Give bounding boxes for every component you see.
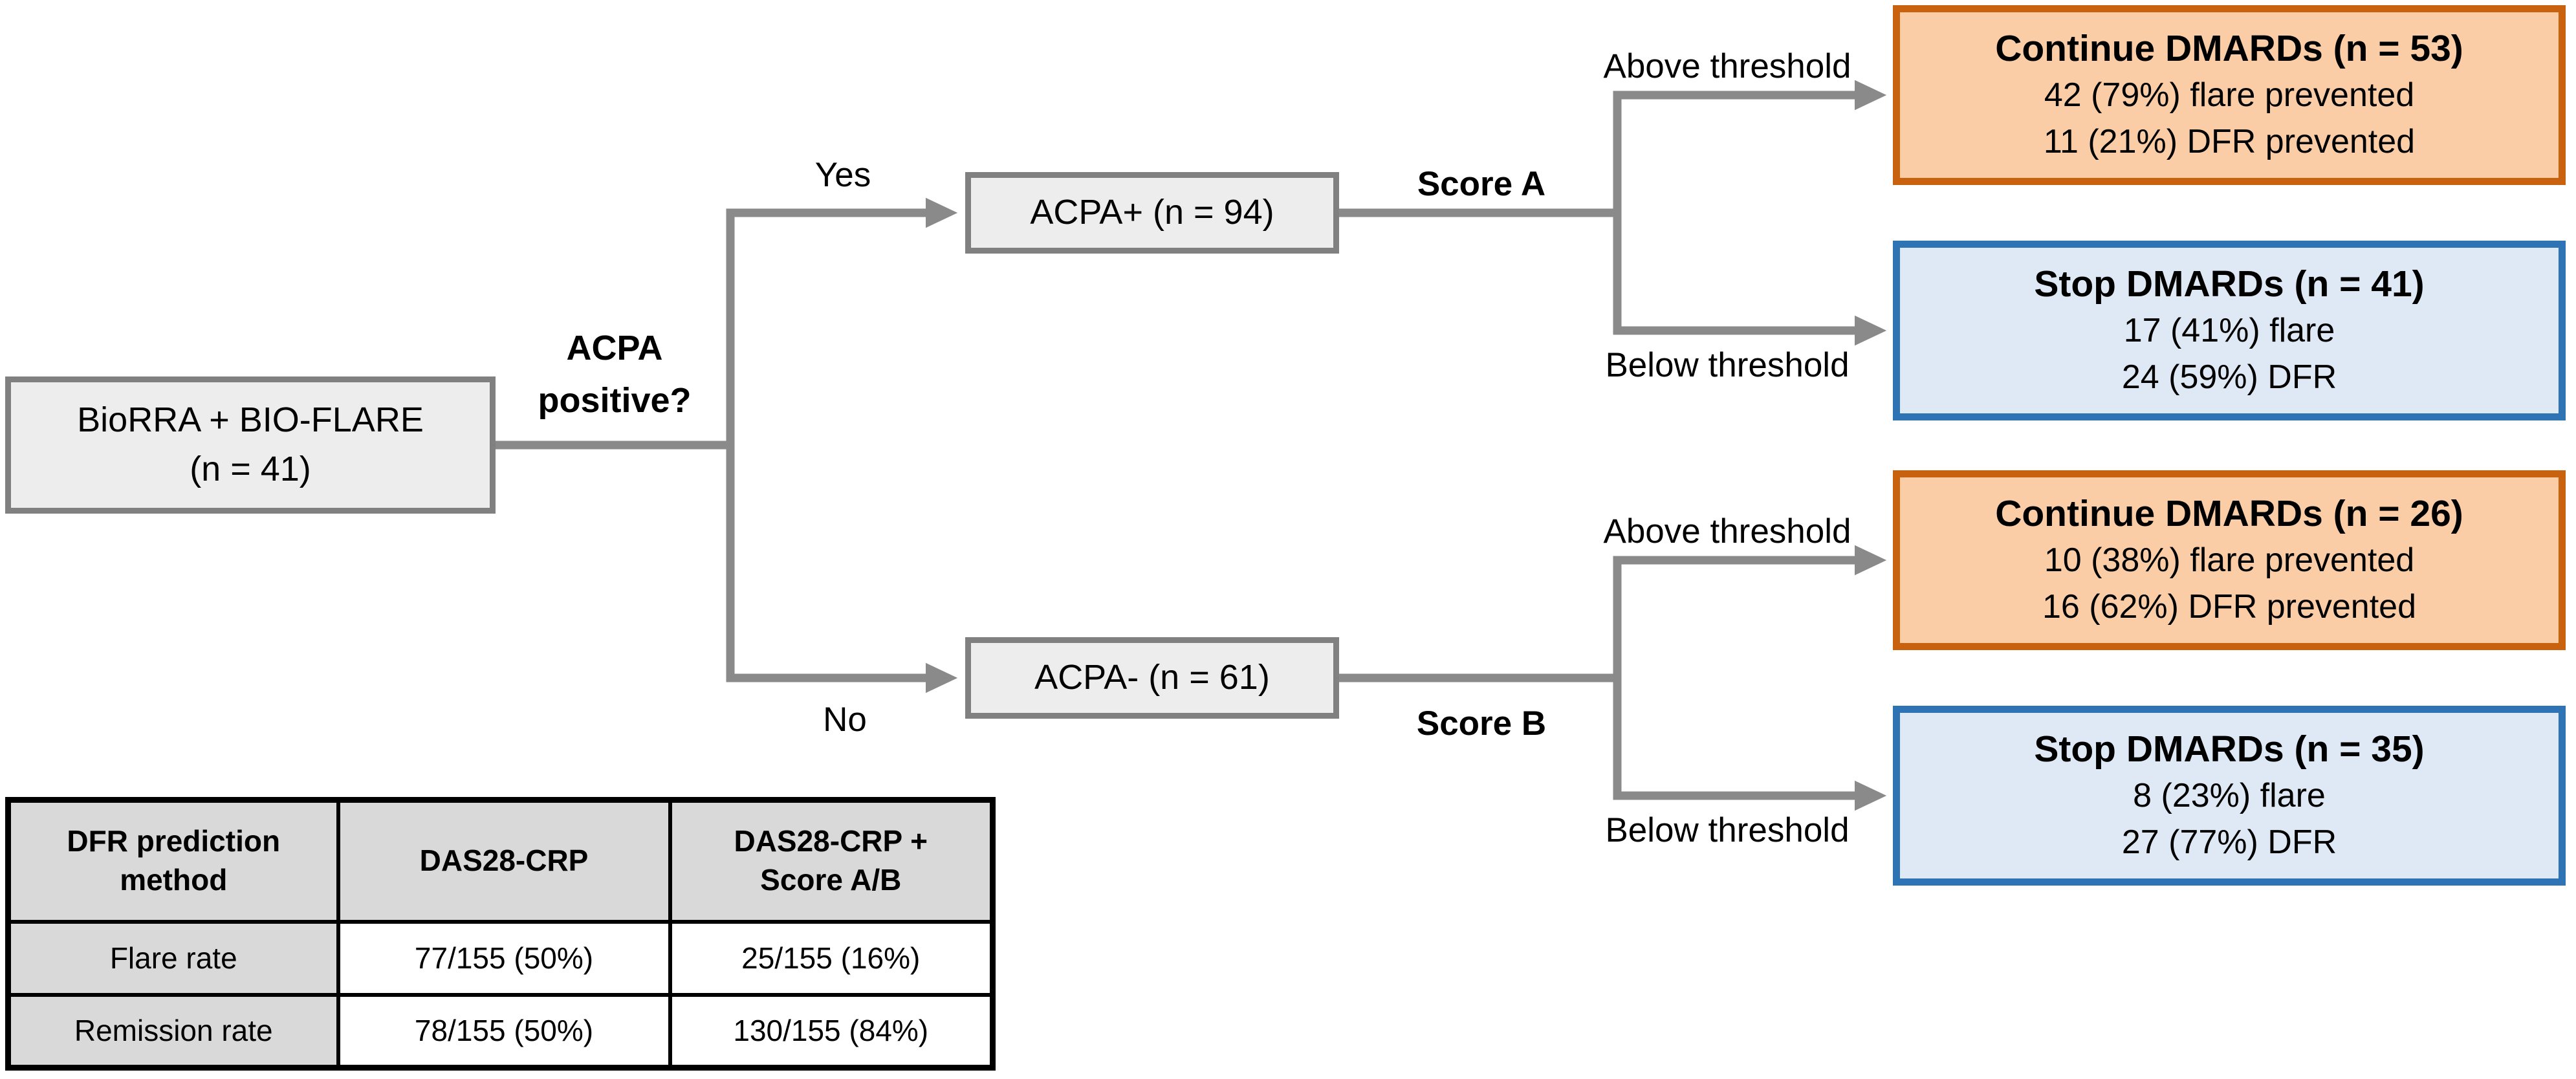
- outcome-continue-dmards-score-a: Continue DMARDs (n = 53) 42 (79%) flare …: [1893, 5, 2566, 185]
- acpa-negative-node: ACPA- (n = 61): [965, 637, 1339, 719]
- edge-root-to-acpa-positive: [493, 197, 958, 450]
- table-cell-flare-label: Flare rate: [6, 919, 340, 997]
- outcome-stop-dmards-score-b: Stop DMARDs (n = 35) 8 (23%) flare 27 (7…: [1893, 706, 2566, 886]
- outcome-detail: 11 (21%) DFR prevented: [2043, 123, 2416, 161]
- outcome-detail: 10 (38%) flare prevented: [2044, 541, 2415, 580]
- decision-label: ACPA positive?: [538, 329, 692, 420]
- below-threshold-label-bottom: Below threshold: [1605, 811, 1850, 849]
- table-header-das28crp: DAS28-CRP: [336, 798, 672, 924]
- table-header-das28crp-text: DAS28-CRP: [419, 844, 589, 878]
- table-cell-remission-das28-score: 130/155 (84%): [668, 992, 995, 1070]
- root-node-name: BioRRA + BIO-FLARE: [77, 400, 424, 440]
- table-header-row: DFR prediction method DAS28-CRP DAS28-CR…: [6, 798, 995, 924]
- dfr-results-table: DFR prediction method DAS28-CRP DAS28-CR…: [5, 797, 996, 1071]
- outcome-detail: 24 (59%) DFR: [2121, 358, 2337, 397]
- edge-score-b-above-threshold: [1335, 545, 1887, 682]
- outcome-detail: 16 (62%) DFR prevented: [2042, 588, 2417, 626]
- edge-score-b-below-threshold: [1613, 674, 1887, 811]
- edge-root-to-acpa-negative: [726, 441, 958, 693]
- table-header-das28crp-score: DAS28-CRP + Score A/B: [668, 798, 995, 924]
- outcome-title: Stop DMARDs (n = 35): [2034, 728, 2425, 770]
- table-header-method: DFR prediction method: [6, 798, 340, 924]
- score-b-label: Score B: [1416, 704, 1547, 743]
- outcome-stop-dmards-score-a: Stop DMARDs (n = 41) 17 (41%) flare 24 (…: [1893, 241, 2566, 420]
- table-row-remission-rate: Remission rate 78/155 (50%) 130/155 (84%…: [6, 992, 995, 1070]
- acpa-positive-node: ACPA+ (n = 94): [965, 172, 1339, 254]
- outcome-continue-dmards-score-b: Continue DMARDs (n = 26) 10 (38%) flare …: [1893, 470, 2566, 650]
- above-threshold-label-bottom: Above threshold: [1603, 512, 1851, 550]
- score-a-label: Score A: [1417, 165, 1546, 203]
- root-node-count: (n = 41): [190, 450, 311, 488]
- outcome-title: Stop DMARDs (n = 41): [2034, 263, 2425, 305]
- outcome-detail: 17 (41%) flare: [2123, 312, 2335, 350]
- root-node: BioRRA + BIO-FLARE (n = 41): [5, 376, 496, 514]
- table-cell-remission-label: Remission rate: [6, 992, 340, 1070]
- outcome-title: Continue DMARDs (n = 53): [1995, 28, 2463, 70]
- table-cell-flare-das28: 77/155 (50%): [336, 919, 672, 997]
- no-branch-label: No: [823, 701, 867, 739]
- edge-score-a-below-threshold: [1613, 209, 1887, 346]
- table-header-das28crp-score-text: DAS28-CRP + Score A/B: [734, 824, 928, 897]
- outcome-detail: 8 (23%) flare: [2133, 777, 2326, 815]
- table-cell-flare-das28-score: 25/155 (16%): [668, 919, 995, 997]
- outcome-detail: 27 (77%) DFR: [2121, 823, 2337, 862]
- outcome-title: Continue DMARDs (n = 26): [1995, 493, 2463, 535]
- above-threshold-label-top: Above threshold: [1603, 47, 1851, 85]
- table-header-method-text: DFR prediction method: [67, 824, 281, 897]
- outcome-detail: 42 (79%) flare prevented: [2044, 76, 2415, 114]
- table-row-flare-rate: Flare rate 77/155 (50%) 25/155 (16%): [6, 919, 995, 997]
- yes-branch-label: Yes: [814, 156, 871, 194]
- table-cell-remission-das28: 78/155 (50%): [336, 992, 672, 1070]
- edge-score-a-above-threshold: [1335, 80, 1887, 217]
- below-threshold-label-top: Below threshold: [1605, 346, 1850, 384]
